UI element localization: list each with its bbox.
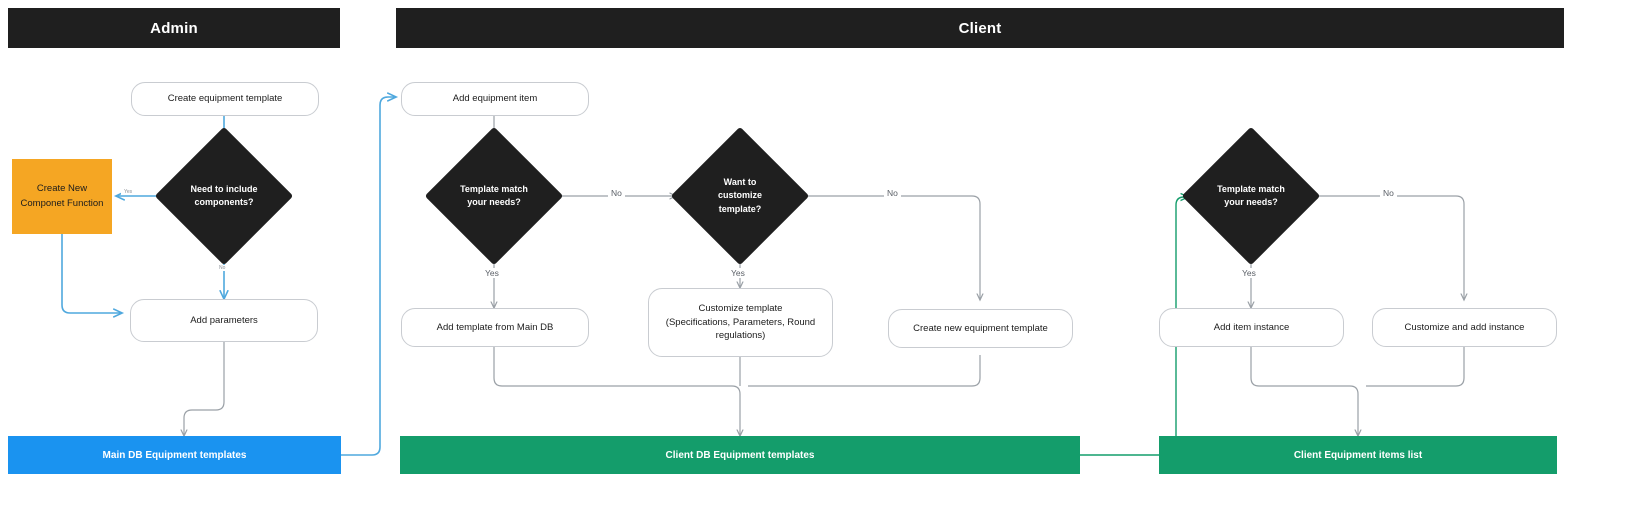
bar-client-db-equipment-templates-label: Client DB Equipment templates [665, 449, 815, 461]
lane-header-client-title: Client [958, 19, 1002, 37]
decision-template-match-2[interactable]: Template match your needs? [1181, 126, 1321, 266]
customize-line-2: (Specifications, Parameters, Round [665, 316, 816, 328]
decision-need-components[interactable]: Need to include components? [154, 126, 294, 266]
node-create-new-equipment-template-label: Create new equipment template [913, 322, 1048, 334]
decision-line-1: Template match [460, 183, 528, 194]
node-customize-and-add-instance[interactable]: Customize and add instance [1372, 308, 1557, 347]
box-create-new-component-function-label: Create New Componet Function [20, 183, 104, 209]
edge-label-c2-yes: Yes [728, 268, 748, 278]
decision-line-2: components? [194, 197, 254, 207]
node-create-new-equipment-template[interactable]: Create new equipment template [888, 309, 1073, 348]
bar-main-db-equipment-templates-label: Main DB Equipment templates [102, 449, 247, 461]
lane-header-admin: Admin [8, 8, 340, 48]
edge-label-admin-yes: Yes [121, 189, 136, 195]
node-customize-template[interactable]: Customize template (Specifications, Para… [648, 288, 833, 357]
bar-client-equipment-items-list-label: Client Equipment items list [1293, 449, 1423, 461]
decision-template-match-1[interactable]: Template match your needs? [424, 126, 564, 266]
node-add-item-instance-label: Add item instance [1213, 321, 1290, 333]
decision-want-customize-label: Want to customize template? [691, 147, 789, 245]
decision-line-1: Want to [723, 176, 757, 187]
decision-template-match-1-label: Template match your needs? [445, 147, 543, 245]
customize-line-1: Customize template [698, 302, 783, 314]
decision-template-match-2-label: Template match your needs? [1202, 147, 1300, 245]
edge-label-admin-no: No [216, 265, 229, 271]
node-add-template-from-main-db-label: Add template from Main DB [436, 321, 554, 333]
decision-line-2: customize [717, 190, 762, 201]
customize-line-3: regulations) [715, 330, 766, 342]
decision-want-customize[interactable]: Want to customize template? [670, 126, 810, 266]
edge-label-c2-no: No [884, 188, 901, 198]
node-add-equipment-item-label: Add equipment item [452, 93, 538, 105]
node-add-item-instance[interactable]: Add item instance [1159, 308, 1344, 347]
node-add-parameters[interactable]: Add parameters [130, 299, 318, 342]
decision-line-1: Template match [1217, 183, 1285, 194]
bar-client-equipment-items-list[interactable]: Client Equipment items list [1159, 436, 1557, 474]
node-create-equipment-template[interactable]: Create equipment template [131, 82, 319, 116]
bar-client-db-equipment-templates[interactable]: Client DB Equipment templates [400, 436, 1080, 474]
node-create-equipment-template-label: Create equipment template [167, 93, 283, 105]
node-add-equipment-item[interactable]: Add equipment item [401, 82, 589, 116]
lane-header-admin-title: Admin [150, 19, 198, 37]
edge-label-c1-no: No [608, 188, 625, 198]
node-add-parameters-label: Add parameters [190, 314, 258, 326]
box-create-new-component-function[interactable]: Create New Componet Function [12, 159, 112, 234]
lane-header-client: Client [396, 8, 1564, 48]
node-customize-and-add-instance-label: Customize and add instance [1404, 321, 1525, 333]
decision-line-2: your needs? [1224, 197, 1278, 207]
edge-label-c3-yes: Yes [1239, 268, 1259, 278]
decision-line-2: your needs? [467, 197, 521, 207]
edge-label-c1-yes: Yes [482, 268, 502, 278]
edge-label-c3-no: No [1380, 188, 1397, 198]
decision-line-1: Need to include [190, 183, 258, 194]
node-customize-template-label: Customize template (Specifications, Para… [666, 302, 815, 343]
bar-main-db-equipment-templates[interactable]: Main DB Equipment templates [8, 436, 341, 474]
decision-need-components-label: Need to include components? [175, 147, 273, 245]
node-add-template-from-main-db[interactable]: Add template from Main DB [401, 308, 589, 347]
decision-line-3: template? [718, 203, 762, 214]
